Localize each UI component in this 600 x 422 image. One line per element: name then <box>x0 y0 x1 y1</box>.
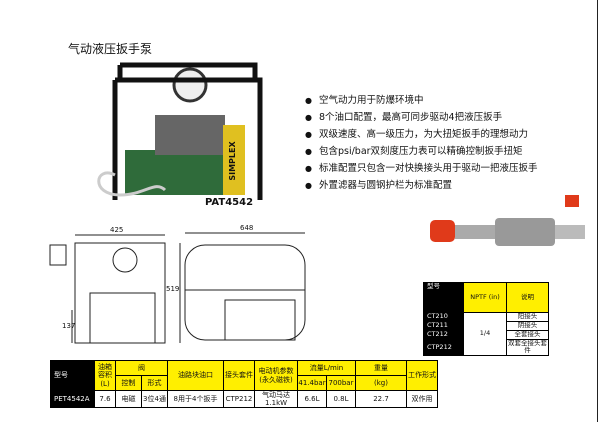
col-nptf: NPTF (in) <box>463 282 507 313</box>
coupler-photo <box>430 195 585 246</box>
cell-weight: 22.7 <box>355 389 407 409</box>
cell-coupler: CTP212 <box>223 389 255 409</box>
row-model: CT212 <box>423 330 464 340</box>
feature-item: 外置滤器与圆钢护栏为标准配置 <box>305 177 452 191</box>
cell-tank: 7.6 <box>94 389 116 409</box>
nptf-value: 1/4 <box>463 312 507 356</box>
dim-height: 519 <box>166 285 180 293</box>
cell-flow-high: 0.8L <box>326 389 356 409</box>
pump-photo <box>97 62 263 200</box>
hdr-flow-low: 41.4bar <box>297 375 327 391</box>
table-row: PET4542A 7.6 电磁 3位4通 8用于4个扳手 CTP212 气动马达… <box>50 389 438 409</box>
feature-item: 空气动力用于防爆环境中 <box>305 92 424 106</box>
dim-length: 648 <box>240 224 254 232</box>
hdr-tank: 油箱容积(L) <box>94 360 116 391</box>
cell-mode: 双作用 <box>406 389 438 409</box>
hdr-mode: 工作形式 <box>406 360 438 391</box>
col-model: 型号 <box>423 282 464 313</box>
spec-table: 型号 油箱容积(L) 阀 油路块油口 接头套件 电动机参数(永久磁铁) 流量L/… <box>50 360 438 409</box>
feature-item: 标准配置只包含一对快换接头用于驱动一把液压扳手 <box>305 160 538 174</box>
hdr-flow-high: 700bar <box>326 375 356 391</box>
hdr-weight-unit: (kg) <box>355 375 407 391</box>
row-model: CT211 <box>423 321 464 331</box>
hdr-flow: 流量L/min <box>297 360 356 376</box>
feature-item: 8个油口配置，最高可同步驱动4把液压扳手 <box>305 109 502 123</box>
page-border <box>597 0 598 422</box>
page-title: 气动液压扳手泵 <box>68 42 153 56</box>
dim-tank-height: 137 <box>62 322 76 330</box>
row-desc: 全套接头 <box>506 330 549 340</box>
hdr-motor: 电动机参数(永久磁铁) <box>254 360 298 391</box>
cell-motor: 气动马达 1.1kW <box>254 389 298 409</box>
hdr-coupler: 接头套件 <box>223 360 255 391</box>
cell-valve-control: 电磁 <box>115 389 142 409</box>
dimension-drawings <box>49 232 306 344</box>
col-desc: 说明 <box>506 282 549 313</box>
feature-item: 双级速度、高一级压力，为大扭矩扳手的理想动力 <box>305 126 528 140</box>
hdr-valve-type: 形式 <box>141 375 168 391</box>
cell-ports: 8用于4个扳手 <box>167 389 224 409</box>
row-desc: 双套全接头套件 <box>506 339 549 356</box>
hdr-model: 型号 <box>50 360 95 391</box>
hdr-ports: 油路块油口 <box>167 360 224 391</box>
row-model: CT210 <box>423 312 464 322</box>
feature-item: 包含psi/bar双刻度压力表可以精确控制扳手扭矩 <box>305 143 523 157</box>
model-label: PAT4542 <box>205 197 254 208</box>
hdr-weight: 重量 <box>355 360 407 376</box>
cell-flow-low: 6.6L <box>297 389 327 409</box>
pump-brand-label: SIMPLEX <box>228 141 237 181</box>
hdr-valve: 阀 <box>115 360 168 376</box>
cell-valve-type: 3位4通 <box>141 389 168 409</box>
dim-width: 425 <box>110 226 124 234</box>
cell-model: PET4542A <box>50 389 95 409</box>
row-model: CTP212 <box>423 339 464 356</box>
hdr-valve-control: 控制 <box>115 375 142 391</box>
